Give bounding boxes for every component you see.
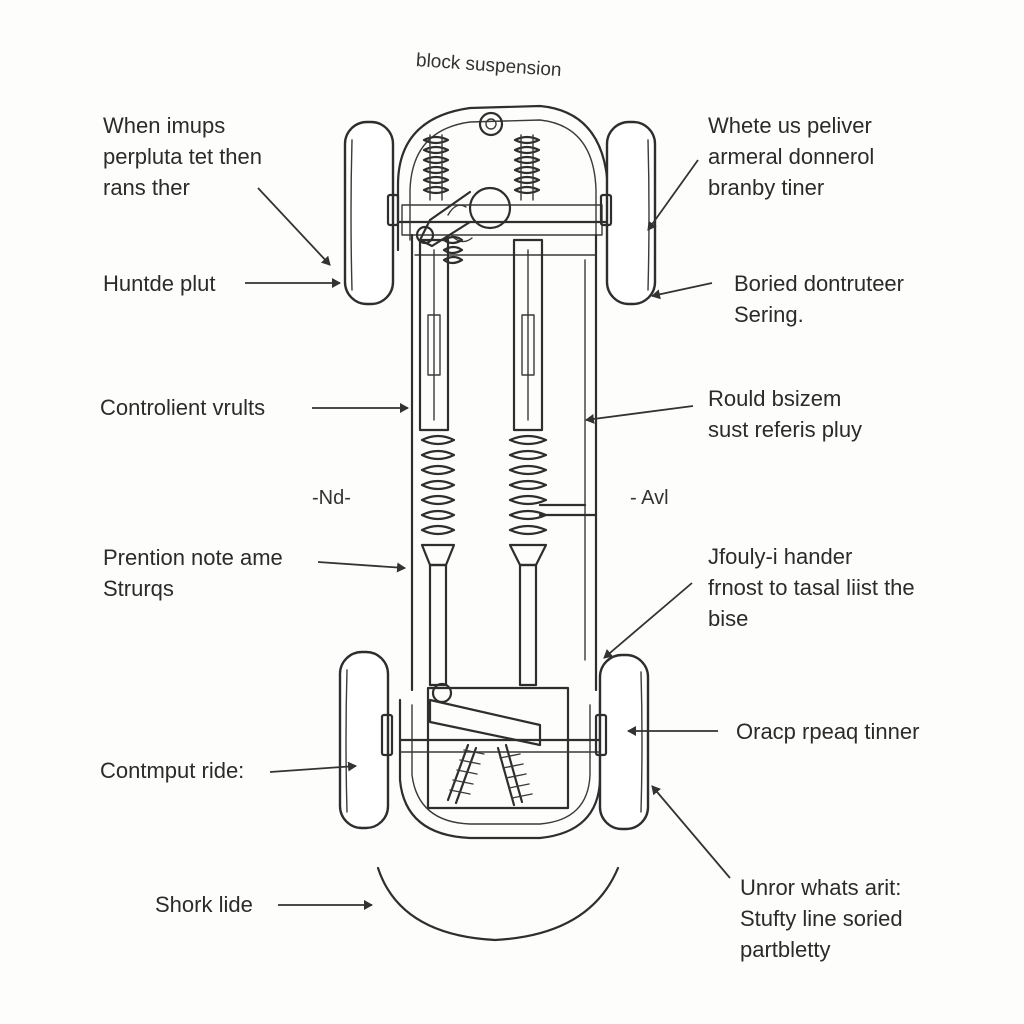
right-strut — [508, 238, 548, 687]
rear-right-tire — [594, 653, 650, 831]
rear-coil-spring-right — [496, 743, 533, 807]
label-prention: Prention note ame Strurqs — [103, 545, 283, 601]
label-contmput: Contmput ride: — [100, 758, 245, 783]
arrow-contmput — [269, 761, 357, 773]
arrow-rould — [585, 405, 694, 424]
label-unror: Unror whats arit: Stufty line soried par… — [740, 875, 903, 962]
front-differential — [415, 186, 512, 265]
arrow-boried — [651, 282, 713, 300]
ground-arc — [376, 866, 620, 942]
label-shork: Shork lide — [155, 892, 253, 917]
rear-left-tire — [338, 650, 394, 830]
arrow-unror — [651, 785, 731, 879]
chassis-frame — [410, 233, 598, 692]
left-strut — [418, 238, 456, 687]
label-top-left: When imups perpluta tet then rans ther — [103, 113, 263, 200]
rear-coil-spring-left — [446, 743, 485, 805]
label-hunt: Huntde plut — [103, 271, 216, 296]
arrow-foully — [603, 582, 693, 659]
label-foully: Jfouly-i hander frnost to tasal liist th… — [708, 544, 915, 631]
label-top-right: Whete us peliver armeral donnerol branby… — [708, 113, 875, 200]
side-mark-right: - Avl — [630, 487, 669, 509]
front-right-tire — [599, 120, 657, 306]
label-rould: Rould bsizem sust referis pluy — [708, 386, 863, 442]
arrow-top-right — [647, 159, 699, 231]
arrow-top-left — [257, 187, 331, 266]
front-coil-spring-right — [513, 134, 541, 201]
side-mark-left: -Nd- — [312, 487, 351, 509]
front-left-tire — [343, 120, 400, 306]
arrow-prention — [317, 561, 406, 573]
label-oracp: Oracp rpeaq tinner — [736, 719, 920, 744]
rear-body-shell — [398, 682, 602, 840]
label-control: Controlient vrults — [100, 395, 266, 420]
label-boried: Boried dontruteer Sering. — [734, 271, 904, 327]
front-coil-spring-left — [422, 134, 450, 201]
